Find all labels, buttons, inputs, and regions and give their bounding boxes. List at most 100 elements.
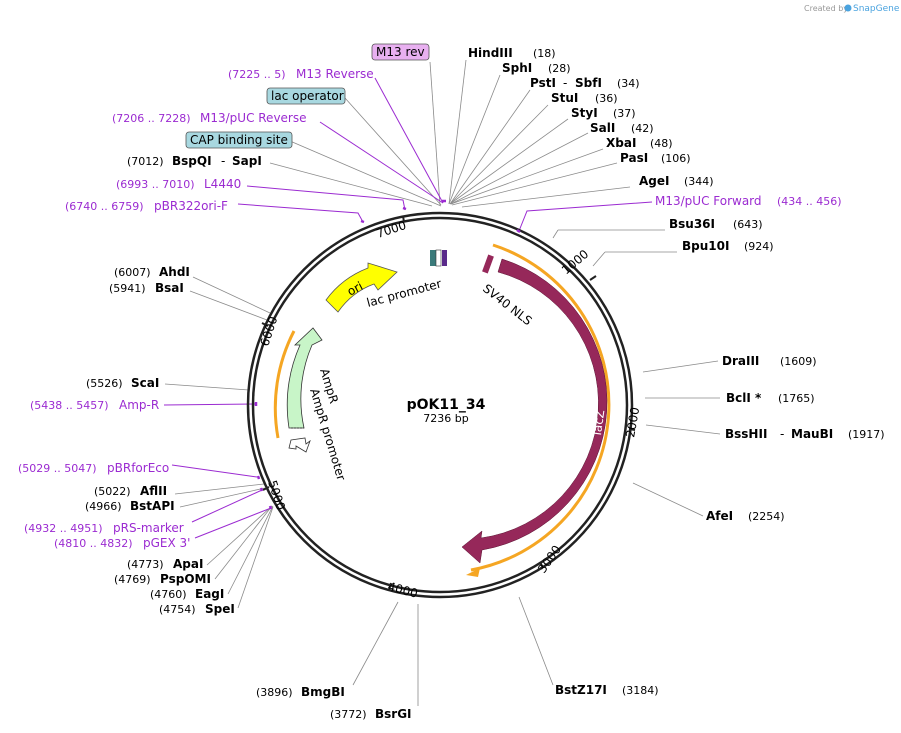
site-name2: SbfI — [575, 76, 602, 90]
site-pos: (924) — [744, 240, 774, 253]
site-name: BstAPI — [130, 499, 175, 513]
site-name: EagI — [195, 587, 224, 601]
boxed-cap-binding-site: CAP binding site — [185, 131, 293, 149]
site-sep: - — [221, 154, 225, 168]
primer-name: pGEX 3' — [143, 536, 190, 550]
tick-2000: 2000 — [623, 406, 642, 439]
plasmid-size: 7236 bp — [423, 412, 468, 425]
site-name2: SapI — [232, 154, 262, 168]
site-name: ScaI — [131, 376, 159, 390]
primer-name: pRS-marker — [113, 521, 184, 535]
site-pos: (3772) — [330, 708, 367, 721]
orange-arrowhead — [466, 568, 480, 577]
site-pos: (4754) — [159, 603, 196, 616]
backbone-outer — [246, 211, 634, 599]
primer-range: (5438 .. 5457) — [30, 399, 109, 412]
primer-range: (4810 .. 4832) — [54, 537, 133, 550]
site-sep: - — [563, 76, 567, 90]
site-pos: (4769) — [114, 573, 151, 586]
site-pos: (2254) — [748, 510, 785, 523]
primer-range: (4932 .. 4951) — [24, 522, 103, 535]
primer-name: pBRforEco — [107, 461, 169, 475]
lac-operator-block — [435, 249, 442, 267]
site-pos: (1609) — [780, 355, 817, 368]
site-name: BmgBI — [301, 685, 345, 699]
site-name: Bsu36I — [669, 217, 715, 231]
m13rev-label: M13 rev — [376, 45, 425, 59]
site-name: DraIII — [722, 354, 759, 368]
site-pos: (18) — [533, 47, 556, 60]
site-name: AflII — [140, 484, 167, 498]
ori-arrow — [325, 262, 398, 313]
site-name: AhdI — [159, 265, 190, 279]
site-pos: (1917) — [848, 428, 885, 441]
primer-name: pBR322ori-F — [154, 199, 228, 213]
lac-promoter-block — [430, 250, 436, 266]
site-pos: (4966) — [85, 500, 122, 513]
site-sep: - — [780, 427, 784, 441]
site-pos: (34) — [617, 77, 640, 90]
site-pos: (5022) — [94, 485, 131, 498]
sv40-nls-block — [482, 254, 494, 274]
site-name: ApaI — [173, 557, 203, 571]
primer-range: (7225 .. 5) — [228, 68, 286, 81]
primer-labels: (7225 .. 5) M13 Reverse (7206 .. 7228) M… — [18, 67, 842, 550]
site-pos: (28) — [548, 62, 571, 75]
site-name: SalI — [590, 121, 615, 135]
site-name: Bpu10I — [682, 239, 729, 253]
boxed-lac-operator: lac operator — [266, 87, 346, 105]
primer-range: (7206 .. 7228) — [112, 112, 191, 125]
site-name: BsrGI — [375, 707, 412, 721]
sites-right: HindIII (18) SphI (28) PstI - SbfI (34) … — [256, 46, 885, 721]
primer-name: M13/pUC Reverse — [200, 111, 307, 125]
site-name: XbaI — [606, 136, 636, 150]
site-name: PspOMI — [160, 572, 211, 586]
tick-6000: 6000 — [258, 315, 281, 348]
site-name: PstI — [530, 76, 556, 90]
snapgene-logo-icon — [844, 4, 852, 12]
backbone-inner — [251, 216, 629, 594]
site-name: AfeI — [706, 509, 733, 523]
cap-binding-site-label: CAP binding site — [190, 133, 288, 147]
site-name: StuI — [551, 91, 578, 105]
site-pos: (42) — [631, 122, 654, 135]
lacz-arrow — [461, 258, 608, 564]
site-name: BssHII — [725, 427, 767, 441]
site-name: BclI * — [726, 391, 762, 405]
site-pos: (37) — [613, 107, 636, 120]
watermark-text: Created by — [804, 4, 848, 13]
sv40-label: SV40 NLS — [480, 281, 534, 328]
site-pos: (4773) — [127, 558, 164, 571]
site-pos: (3896) — [256, 686, 293, 699]
primer-range: (434 .. 456) — [777, 195, 842, 208]
site-pos: (5526) — [86, 377, 123, 390]
primer-leader-lines — [163, 77, 653, 539]
watermark-brand: SnapGene — [853, 4, 900, 14]
site-name: StyI — [571, 106, 598, 120]
site-name: BspQI — [172, 154, 212, 168]
primer-name: M13 Reverse — [296, 67, 374, 81]
tick-marks — [261, 215, 636, 591]
orange-feature-ampr-outline — [273, 330, 296, 439]
site-pos: (344) — [684, 175, 714, 188]
site-name: BstZ17I — [555, 683, 607, 697]
site-name: SpeI — [205, 602, 235, 616]
site-name: SphI — [502, 61, 532, 75]
plasmid-name: pOK11_34 — [407, 397, 486, 413]
site-pos: (106) — [661, 152, 691, 165]
site-pos: (6007) — [114, 266, 151, 279]
lacz-label: lacZ — [590, 409, 607, 436]
primer-markers — [254, 199, 521, 510]
snapgene-watermark: Created by SnapGene — [804, 4, 900, 14]
tick-1000: 1000 — [559, 247, 591, 277]
lac-operator-label: lac operator — [271, 89, 344, 103]
site-pos: (643) — [733, 218, 763, 231]
site-pos: (7012) — [127, 155, 164, 168]
site-name: HindIII — [468, 46, 513, 60]
site-pos: (4760) — [150, 588, 187, 601]
orange-feature-lacz-outline — [470, 243, 611, 572]
site-pos: (48) — [650, 137, 673, 150]
primer-name: L4440 — [204, 177, 241, 191]
primer-range: (5029 .. 5047) — [18, 462, 97, 475]
site-pos: (3184) — [622, 684, 659, 697]
